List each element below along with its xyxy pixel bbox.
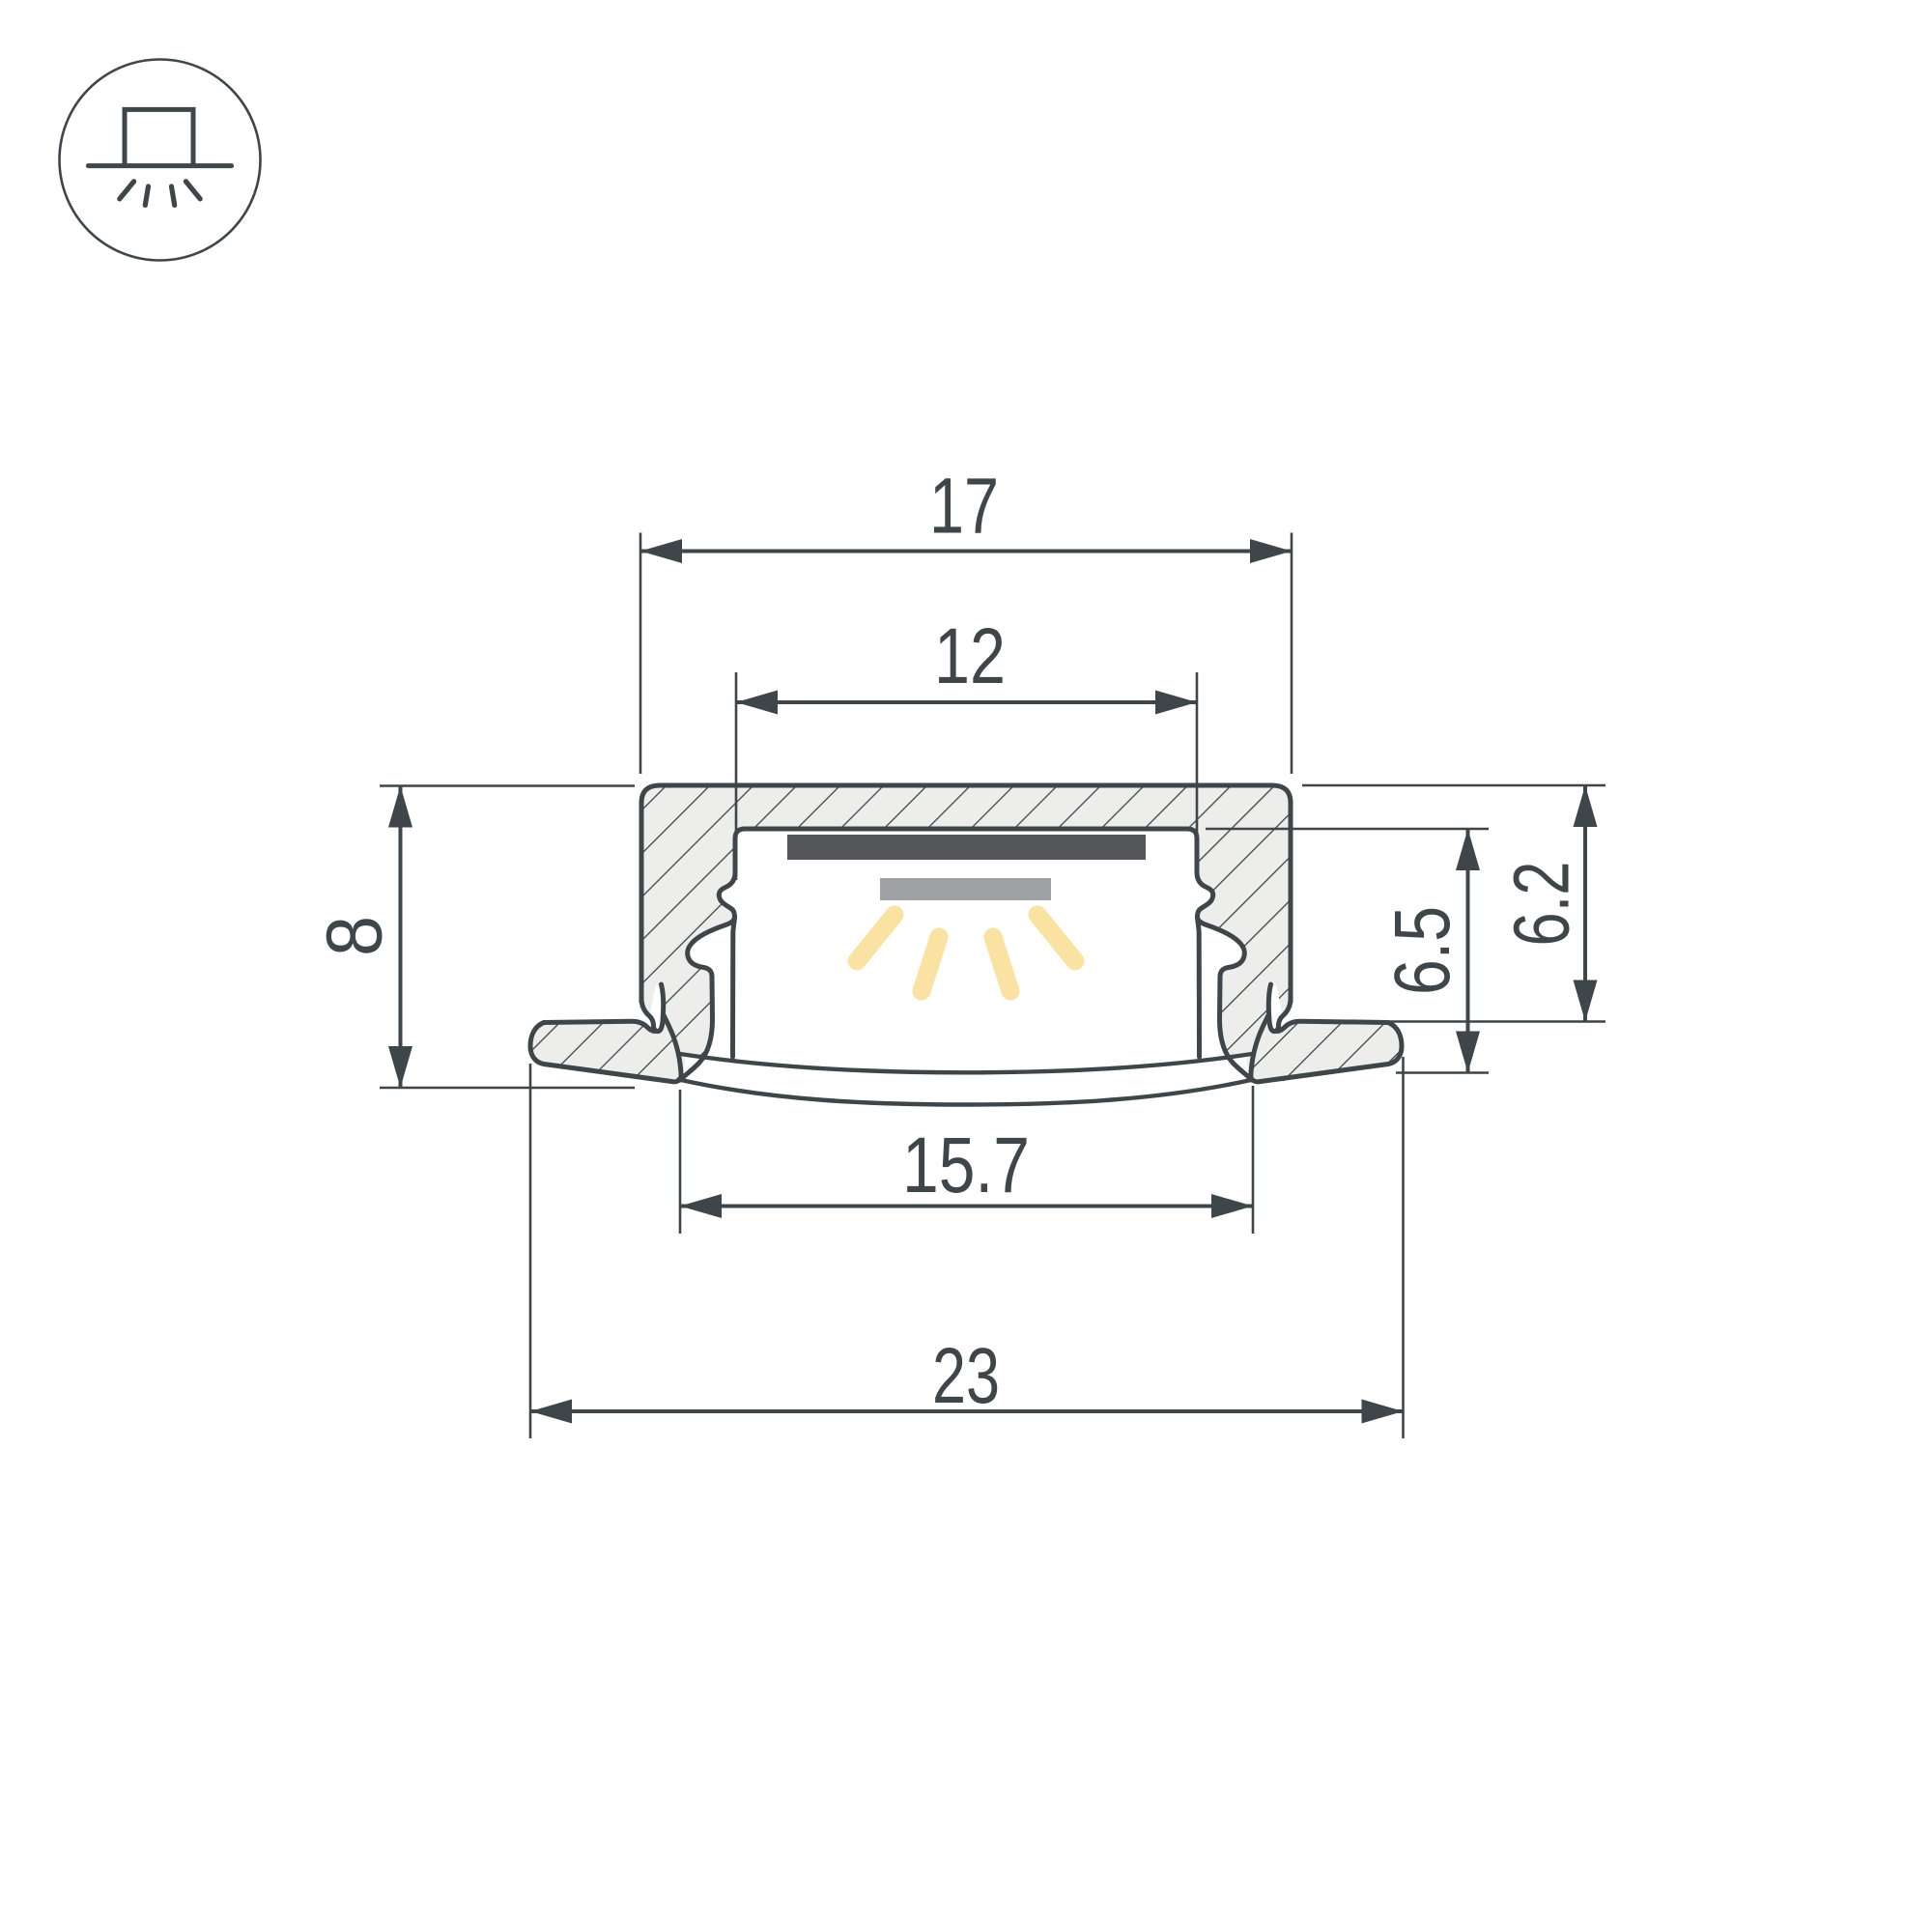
svg-text:12: 12 [934, 612, 1006, 700]
svg-text:8: 8 [311, 916, 399, 956]
svg-text:15.7: 15.7 [902, 1122, 1030, 1209]
svg-text:6.2: 6.2 [1498, 862, 1586, 947]
svg-text:6.5: 6.5 [1378, 906, 1466, 995]
svg-text:17: 17 [929, 463, 999, 551]
svg-text:23: 23 [932, 1332, 1000, 1420]
